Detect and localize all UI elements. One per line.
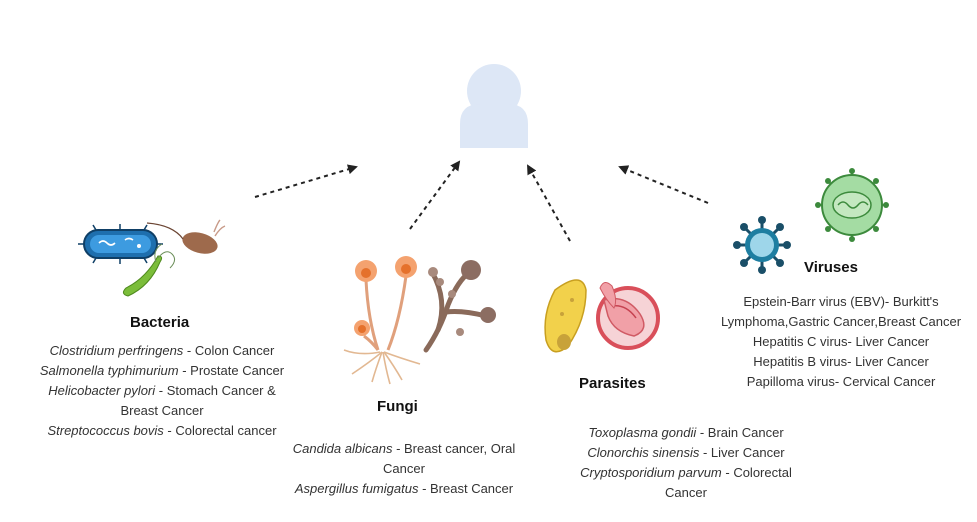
arrows — [254, 160, 709, 242]
cancer-association: - Breast cancer, Oral — [392, 441, 516, 456]
cancer-association: - Stomach Cancer & — [155, 383, 276, 398]
organism-name: Helicobacter pylori — [48, 383, 156, 398]
description-line: Papilloma virus- Cervical Cancer — [708, 372, 974, 392]
cancer-association: Epstein-Barr virus (EBV)- Burkitt's — [743, 294, 939, 309]
arrow-viruses — [618, 165, 709, 204]
organism-name: Cryptosporidium parvum — [580, 465, 722, 480]
cancer-association: Papilloma virus- Cervical Cancer — [746, 374, 936, 389]
cancer-association: - Colorectal cancer — [163, 423, 277, 438]
bacteria-title: Bacteria — [130, 314, 190, 331]
parasites-title: Parasites — [579, 375, 646, 392]
cancer-association: - Breast Cancer — [418, 481, 514, 496]
cancer-association: Breast Cancer — [120, 403, 204, 418]
cancer-association: Lymphoma,Gastric Cancer,Breast Cancer — [720, 314, 962, 329]
description-line: Cancer — [568, 483, 804, 503]
cancer-association: - Colon Cancer — [183, 343, 275, 358]
organism-name: Clonorchis sinensis — [587, 445, 700, 460]
organism-name: Salmonella typhimurium — [39, 363, 179, 378]
description-line: Toxoplasma gondii - Brain Cancer — [568, 423, 804, 443]
cancer-association: Cancer — [665, 485, 707, 500]
description-line: Salmonella typhimurium - Prostate Cancer — [30, 361, 294, 381]
fungi-title: Fungi — [377, 398, 418, 415]
description-line: Hepatitis C virus- Liver Cancer — [708, 332, 974, 352]
organism-name: Candida albicans — [292, 441, 393, 456]
cancer-association: - Brain Cancer — [696, 425, 784, 440]
cancer-association: Cancer — [383, 461, 425, 476]
arrow-bacteria — [254, 164, 358, 198]
cancer-association: Hepatitis C virus- Liver Cancer — [752, 334, 930, 349]
description-line: Clostridium perfringens - Colon Cancer — [30, 341, 294, 361]
organism-name: Toxoplasma gondii — [588, 425, 697, 440]
person-icon — [460, 64, 528, 148]
bacteria-icon — [78, 219, 226, 297]
cancer-association: - Liver Cancer — [699, 445, 785, 460]
description-line: Candida albicans - Breast cancer, Oral — [284, 439, 524, 459]
description-line: Cancer — [284, 459, 524, 479]
description-line: Cryptosporidium parvum - Colorectal — [568, 463, 804, 483]
description-line: Breast Cancer — [30, 401, 294, 421]
cancer-association: - Prostate Cancer — [178, 363, 285, 378]
description-line: Clonorchis sinensis - Liver Cancer — [568, 443, 804, 463]
fungi-icon — [343, 256, 496, 385]
virus-icon — [733, 168, 889, 274]
description-line: Hepatitis B virus- Liver Cancer — [708, 352, 974, 372]
arrow-parasites — [527, 164, 571, 242]
description-line: Lymphoma,Gastric Cancer,Breast Cancer — [708, 312, 974, 332]
description-line: Streptococcus bovis - Colorectal cancer — [30, 421, 294, 441]
arrow-fungi — [409, 160, 461, 230]
description-line: Epstein-Barr virus (EBV)- Burkitt's — [708, 292, 974, 312]
description-line: Helicobacter pylori - Stomach Cancer & — [30, 381, 294, 401]
organism-name: Aspergillus fumigatus — [294, 481, 419, 496]
parasite-icon — [544, 279, 660, 353]
viruses-title: Viruses — [804, 259, 858, 276]
organism-name: Clostridium perfringens — [49, 343, 184, 358]
description-line: Aspergillus fumigatus - Breast Cancer — [284, 479, 524, 499]
cancer-association: Hepatitis B virus- Liver Cancer — [753, 354, 929, 369]
organism-name: Streptococcus bovis — [47, 423, 164, 438]
cancer-association: - Colorectal — [721, 465, 792, 480]
